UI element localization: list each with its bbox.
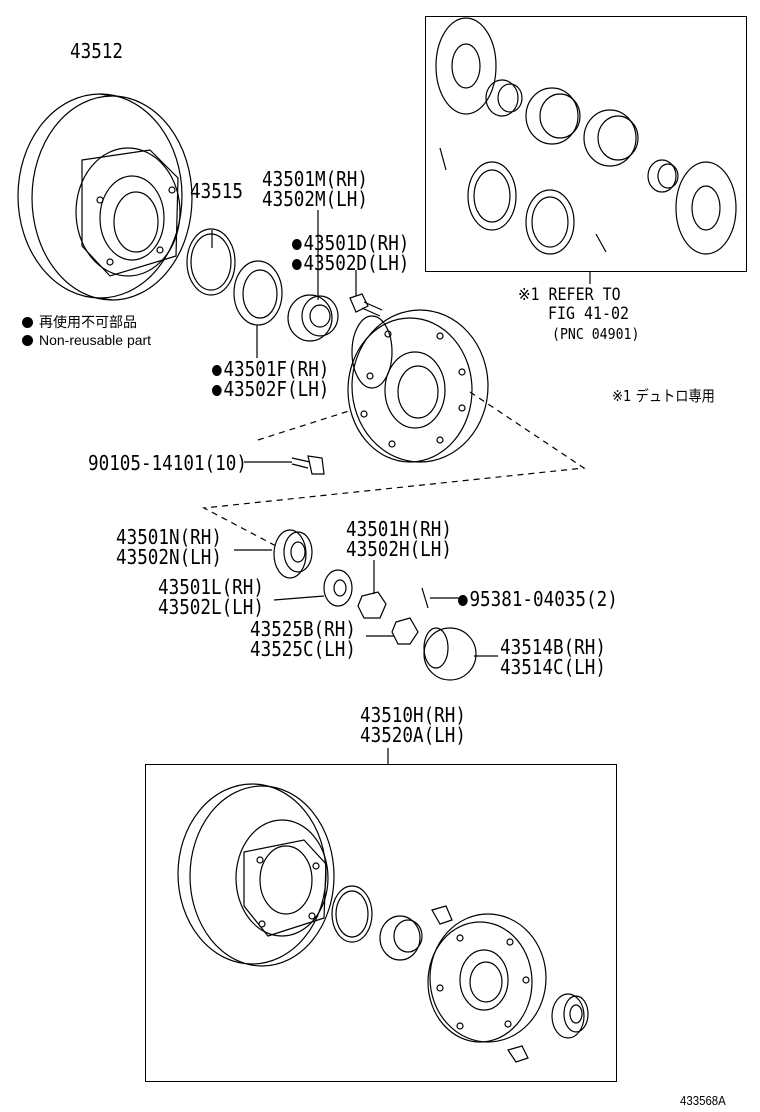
oil-seal-f	[233, 260, 283, 326]
non-reusable-dot	[212, 365, 222, 376]
hub-cap	[423, 627, 477, 681]
dashed-guides	[201, 391, 586, 547]
legend-dot	[22, 335, 33, 346]
label-43520a: 43520A(LH)	[360, 723, 466, 747]
label-43514b: 43514B(RH)	[500, 635, 606, 659]
label-43501h: 43501H(RH)	[346, 517, 452, 541]
label-95381-text: 95381-04035(2)	[469, 587, 618, 611]
label-43512: 43512	[70, 39, 123, 63]
legend-en: Non-reusable part	[22, 332, 151, 348]
non-reusable-dot	[292, 259, 302, 270]
refer-inset-parts	[435, 17, 737, 255]
label-43502d: 43502D(LH)	[292, 252, 409, 274]
leader-lines	[211, 210, 591, 764]
refer-inset-box	[425, 16, 747, 272]
non-reusable-dot	[212, 385, 222, 396]
label-43501d-text: 43501D(RH)	[303, 231, 410, 255]
label-43501f: 43501F(RH)	[212, 358, 329, 380]
bearing-h	[357, 591, 387, 619]
refer-line-1: ※1 REFER TO	[518, 285, 621, 305]
label-43510h: 43510H(RH)	[360, 703, 466, 727]
assembly-box	[145, 764, 617, 1082]
label-90105: 90105-14101(10)	[88, 451, 247, 475]
label-43502d-text: 43502D(LH)	[303, 251, 410, 275]
label-43514c: 43514C(LH)	[500, 655, 606, 679]
label-95381: 95381-04035(2)	[458, 588, 618, 610]
label-43502m: 43502M(LH)	[262, 187, 368, 211]
bearing-n	[273, 529, 313, 579]
label-43501d: 43501D(RH)	[292, 232, 409, 254]
assembly-ring	[331, 885, 373, 943]
bearing-m	[287, 294, 339, 342]
legend-dot	[22, 317, 33, 328]
non-reusable-dot	[458, 595, 468, 606]
assembly-bearing-outer	[551, 993, 589, 1039]
refer-line-3: (PNC 04901)	[552, 325, 640, 343]
note-dutro: ※1 デュトロ専用	[612, 387, 715, 405]
label-43501f-text: 43501F(RH)	[223, 357, 330, 381]
assembly-bearing	[379, 915, 423, 961]
label-43515: 43515	[190, 179, 243, 203]
label-43525b: 43525B(RH)	[250, 617, 356, 641]
assembly-small-bolt	[507, 1045, 529, 1063]
label-43502f-text: 43502F(LH)	[223, 377, 330, 401]
label-43502f: 43502F(LH)	[212, 378, 329, 400]
brake-rotor-top	[17, 93, 193, 301]
wheel-hub-top	[347, 309, 489, 463]
label-43501n: 43501N(RH)	[116, 525, 222, 549]
label-43501l: 43501L(RH)	[158, 575, 264, 599]
refer-line-2: FIG 41-02	[548, 304, 630, 324]
label-43501m: 43501M(RH)	[262, 167, 368, 191]
snap-ring-43515	[186, 228, 236, 296]
label-43502n: 43502N(LH)	[116, 545, 222, 569]
legend-en-text: Non-reusable part	[39, 332, 152, 348]
hub-bolt-90105	[291, 455, 325, 475]
washer-l	[323, 569, 353, 607]
label-43502h: 43502H(LH)	[346, 537, 452, 561]
lock-nut	[391, 617, 419, 645]
assembly-bolt	[431, 905, 453, 925]
cotter-pin	[421, 587, 429, 609]
legend-jp-text: 再使用不可部品	[39, 314, 137, 330]
non-reusable-dot	[292, 239, 302, 250]
assembly-hub	[427, 913, 547, 1043]
legend-jp: 再使用不可部品	[22, 312, 137, 332]
assembly-rotor	[177, 783, 335, 967]
label-43502l: 43502L(LH)	[158, 595, 264, 619]
hub-bolt-d	[349, 293, 383, 317]
figure-id: 433568A	[680, 1093, 726, 1108]
label-43525c: 43525C(LH)	[250, 637, 356, 661]
